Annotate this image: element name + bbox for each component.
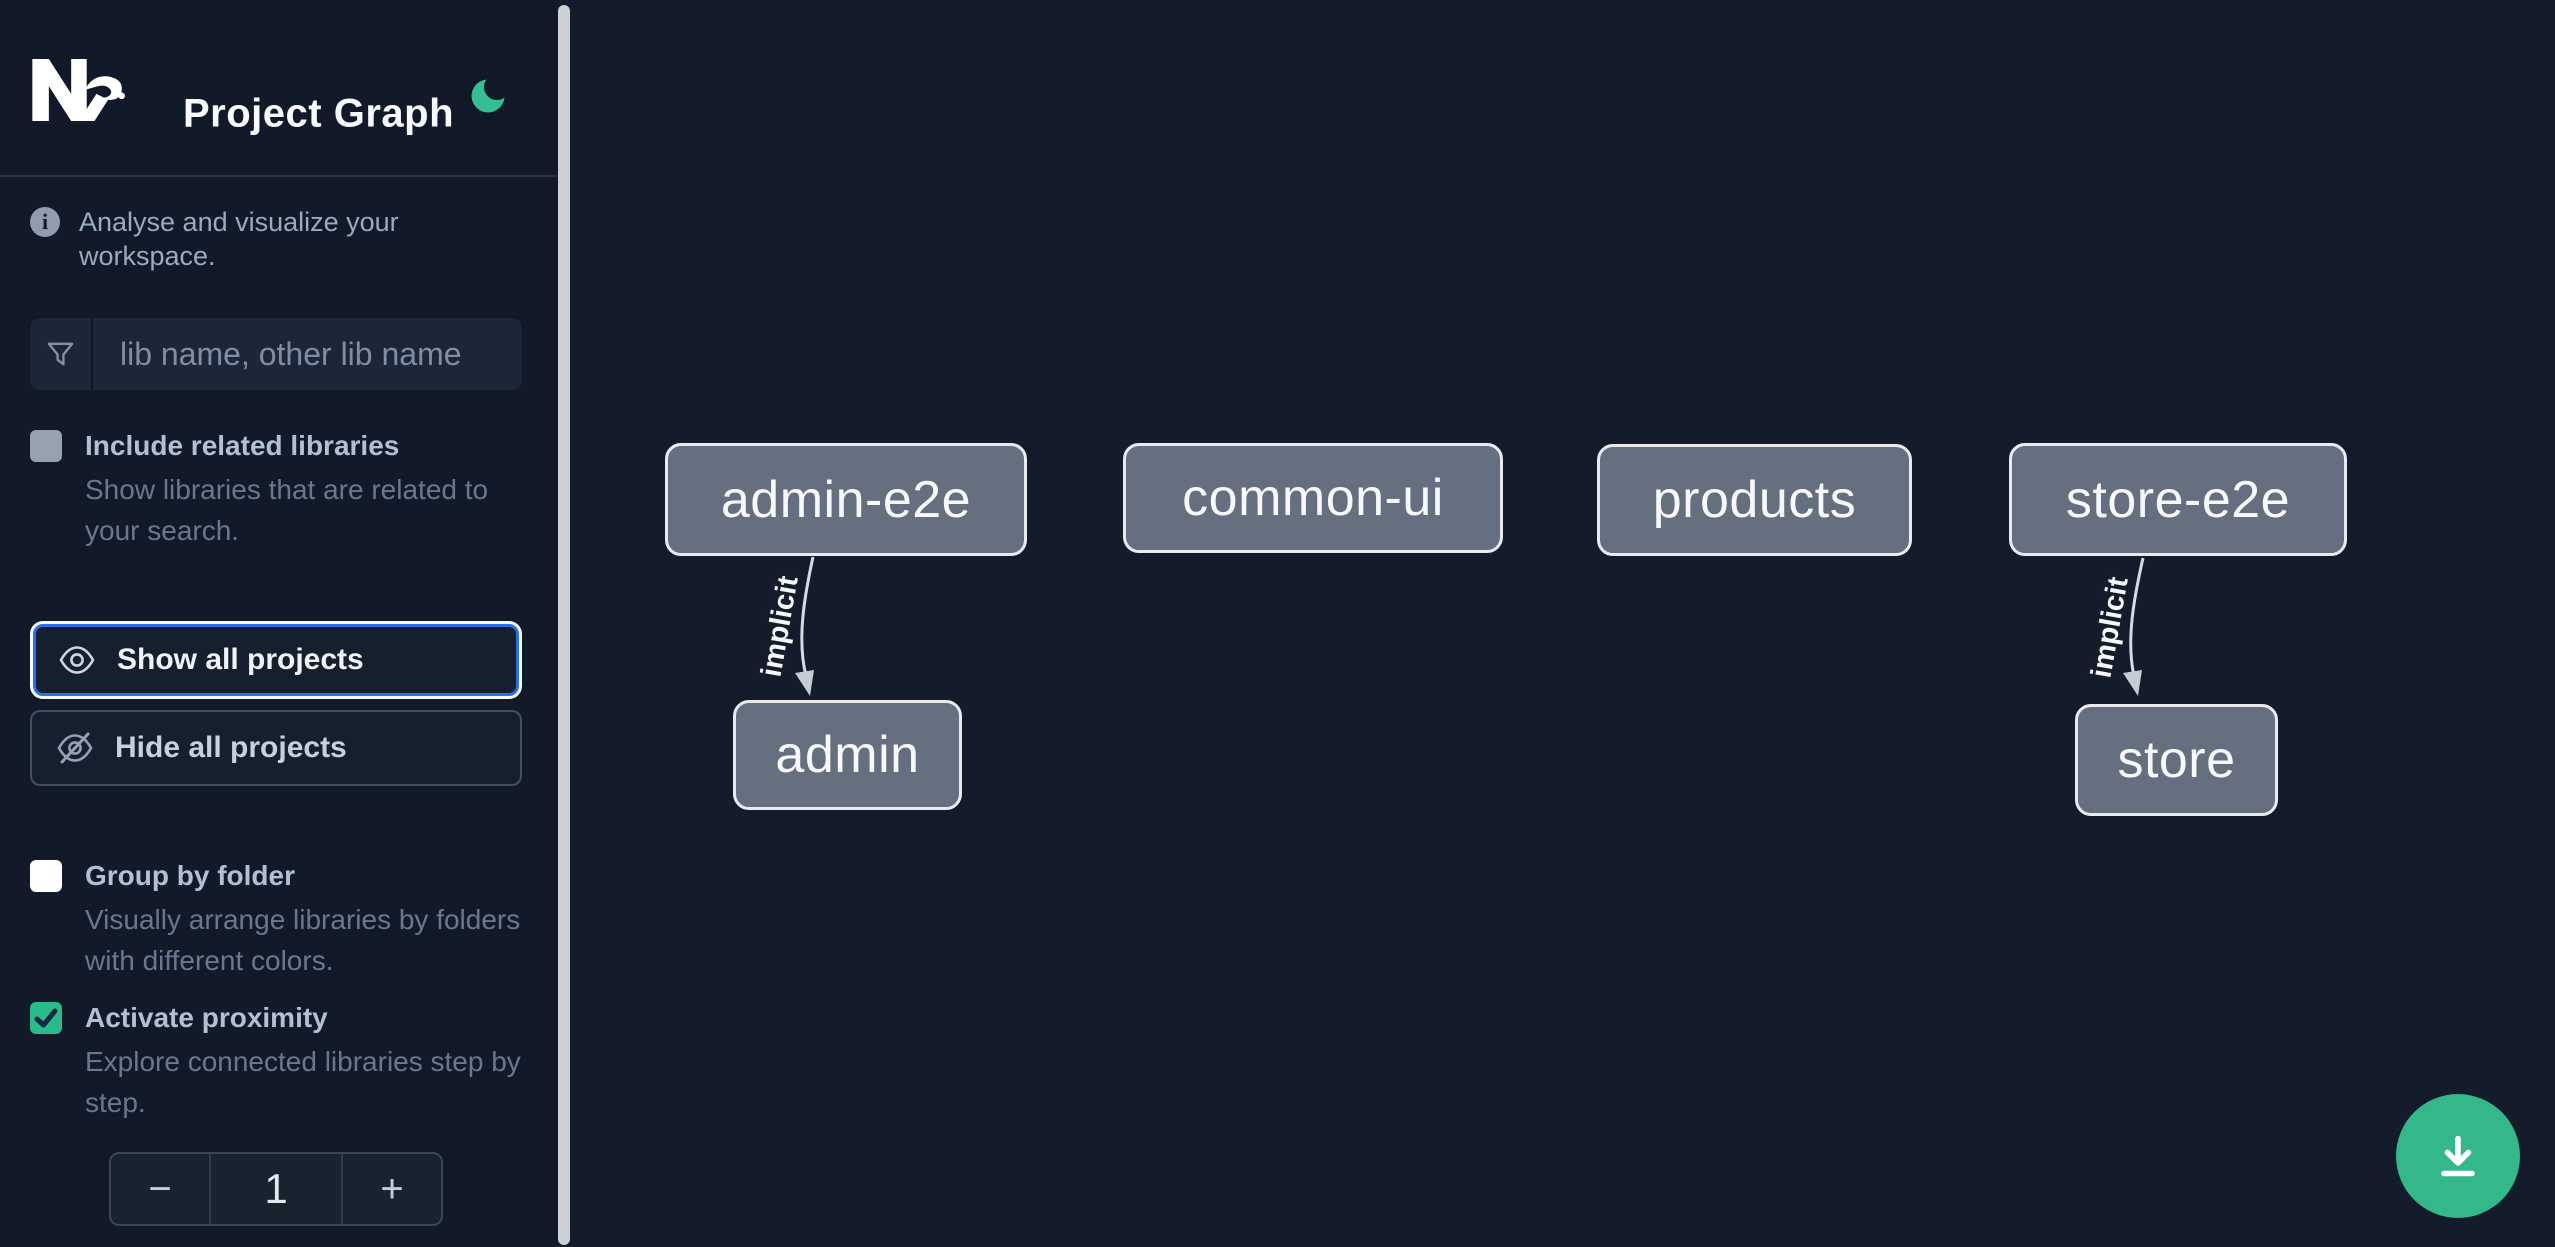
check-icon <box>30 1002 62 1034</box>
workspace-info: i Analyse and visualize your workspace. <box>30 205 531 273</box>
project-graph-canvas[interactable]: implicit implicit admin-e2e common-ui pr… <box>573 0 2555 1247</box>
include-related-checkbox[interactable] <box>30 430 62 462</box>
funnel-icon <box>30 318 93 390</box>
edge-admin-e2e-to-admin[interactable]: implicit <box>753 556 815 696</box>
theme-toggle-button[interactable] <box>466 72 514 120</box>
hide-all-projects-label: Hide all projects <box>115 731 347 764</box>
show-all-projects-label: Show all projects <box>117 643 364 676</box>
group-by-folder-description: Visually arrange libraries by folders wi… <box>85 904 521 976</box>
edge-store-e2e-to-store[interactable]: implicit <box>2083 557 2145 696</box>
hide-all-projects-button[interactable]: Hide all projects <box>30 710 522 786</box>
moon-icon <box>466 74 514 118</box>
include-related-option: Include related libraries Show libraries… <box>30 428 531 551</box>
proximity-depth-stepper: − 1 + <box>109 1152 443 1226</box>
edge-label-implicit: implicit <box>756 573 805 679</box>
show-all-projects-button[interactable]: Show all projects <box>33 624 519 696</box>
page-title: Project Graph <box>183 91 455 136</box>
graph-node-products[interactable]: products <box>1597 444 1912 556</box>
group-by-folder-option: Group by folder Visually arrange librari… <box>30 858 531 981</box>
download-graph-button[interactable] <box>2396 1094 2520 1218</box>
activate-proximity-option: Activate proximity Explore connected lib… <box>30 1000 531 1123</box>
filter-search <box>30 318 522 390</box>
edge-label-implicit: implicit <box>2086 574 2135 680</box>
activate-proximity-checkbox[interactable] <box>30 1002 62 1034</box>
include-related-label[interactable]: Include related libraries <box>85 430 400 461</box>
graph-edges: implicit implicit <box>753 556 2145 696</box>
sidebar-header: Project Graph <box>0 0 557 177</box>
eye-icon <box>58 641 96 679</box>
workspace-info-text: Analyse and visualize your workspace. <box>79 207 399 271</box>
info-icon: i <box>30 207 60 237</box>
nx-logo-icon <box>28 57 126 123</box>
eye-off-icon <box>56 729 94 767</box>
activate-proximity-label[interactable]: Activate proximity <box>85 1002 328 1033</box>
proximity-depth-value: 1 <box>209 1154 343 1224</box>
graph-node-admin[interactable]: admin <box>733 700 962 810</box>
decrement-button[interactable]: − <box>111 1154 209 1224</box>
search-input[interactable] <box>93 318 522 390</box>
group-by-folder-checkbox[interactable] <box>30 860 62 892</box>
sidebar-scrollbar[interactable] <box>558 5 570 1245</box>
graph-node-store-e2e[interactable]: store-e2e <box>2009 443 2347 556</box>
sidebar: Project Graph i Analyse and visualize yo… <box>0 0 557 1247</box>
include-related-description: Show libraries that are related to your … <box>85 474 489 546</box>
group-by-folder-label[interactable]: Group by folder <box>85 860 295 891</box>
activate-proximity-description: Explore connected libraries step by step… <box>85 1046 521 1118</box>
download-icon <box>2430 1128 2486 1184</box>
increment-button[interactable]: + <box>343 1154 441 1224</box>
graph-node-store[interactable]: store <box>2075 704 2278 816</box>
graph-node-admin-e2e[interactable]: admin-e2e <box>665 443 1027 556</box>
graph-node-common-ui[interactable]: common-ui <box>1123 443 1503 553</box>
